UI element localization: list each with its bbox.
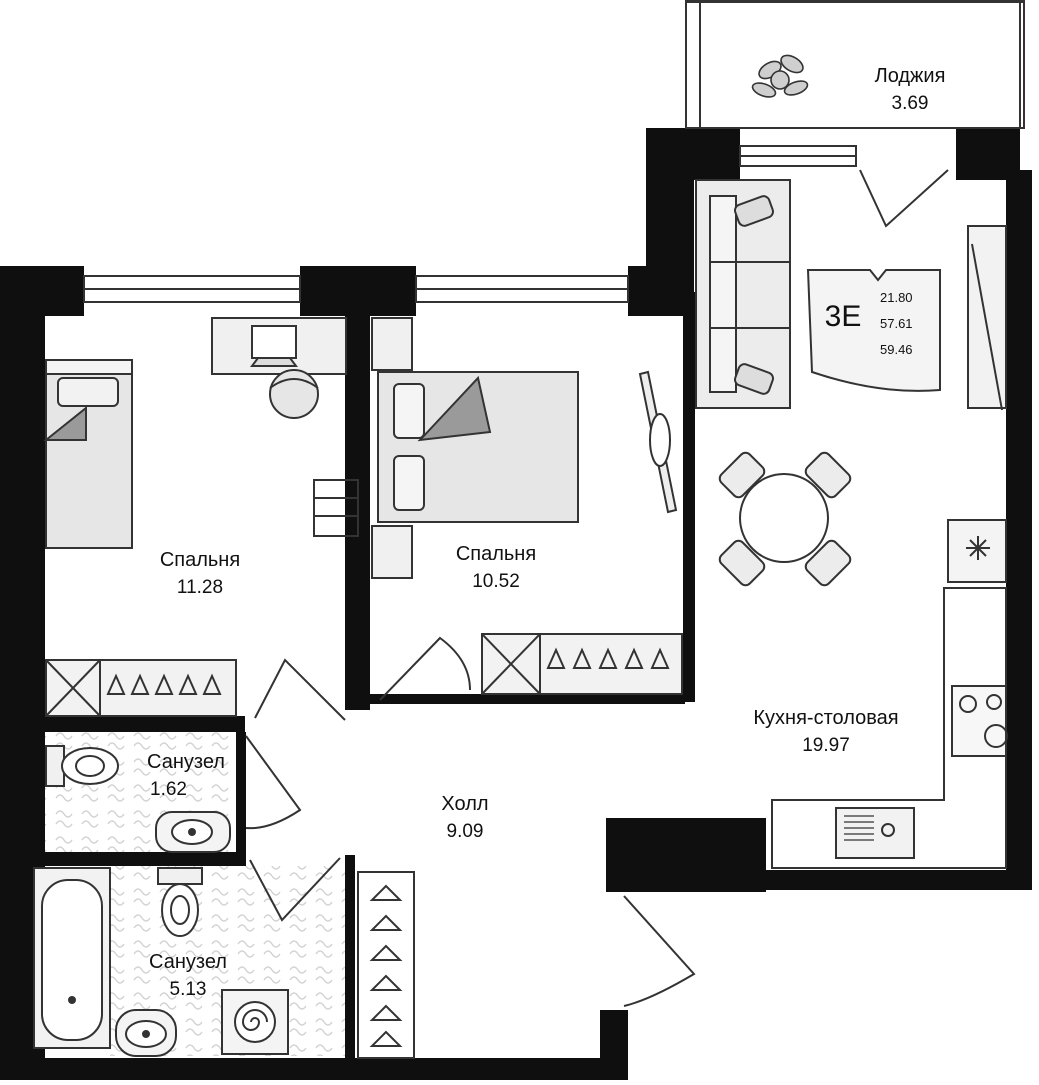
room-name: Холл xyxy=(441,793,489,815)
sink-large xyxy=(115,1009,177,1057)
hangers-left xyxy=(106,673,222,695)
room-name: Санузел xyxy=(149,951,227,973)
hall-wardrobe xyxy=(357,871,415,1059)
area-living: 21.80 xyxy=(880,290,913,305)
doors xyxy=(245,169,949,1007)
room-label-bedroom-left: Спальня 11.28 xyxy=(140,546,260,602)
room-area: 3.69 xyxy=(891,93,929,114)
room-area: 9.09 xyxy=(446,821,484,842)
room-area: 19.97 xyxy=(802,735,850,756)
toilet-large xyxy=(157,867,203,937)
room-area: 1.62 xyxy=(150,779,187,800)
bathtub xyxy=(33,867,111,1049)
walls xyxy=(0,128,1032,1080)
hangers-right xyxy=(546,647,670,669)
area-with-balcony: 59.46 xyxy=(880,342,913,357)
room-label-bath-small: Санузел 1.62 xyxy=(126,748,246,804)
area-total: 57.61 xyxy=(880,316,913,331)
toilet-small xyxy=(45,745,119,787)
bed-right xyxy=(371,317,579,579)
loggia-outline xyxy=(685,0,1025,129)
room-label-kitchen: Кухня-столовая 19.97 xyxy=(716,704,936,760)
room-label-loggia: Лоджия 3.69 xyxy=(850,62,970,118)
sink-small xyxy=(155,811,231,853)
sofa xyxy=(695,179,791,409)
ladder-left xyxy=(313,479,359,537)
room-name: Лоджия xyxy=(874,65,946,87)
plant-icon xyxy=(751,54,809,98)
kitchen-counter xyxy=(771,519,1008,869)
room-area: 5.13 xyxy=(169,979,207,1000)
wardrobe-left xyxy=(45,659,237,717)
room-name: Спальня xyxy=(159,549,241,571)
washing-machine xyxy=(221,989,289,1055)
unit-code: 3E xyxy=(824,300,862,333)
tv-unit xyxy=(967,225,1007,411)
dining-table xyxy=(718,451,852,587)
bed-left xyxy=(43,359,133,549)
room-label-hall: Холл 9.09 xyxy=(410,790,520,846)
room-label-bath-large: Санузел 5.13 xyxy=(128,948,248,1004)
room-label-bedroom-right: Спальня 10.52 xyxy=(436,540,556,596)
room-name: Санузел xyxy=(147,751,225,773)
windows xyxy=(83,145,857,303)
info-badge xyxy=(806,269,941,392)
room-area: 11.28 xyxy=(176,577,224,598)
room-name: Кухня-столовая xyxy=(753,707,899,729)
room-name: Спальня xyxy=(455,543,537,565)
desk-left xyxy=(211,317,347,419)
wardrobe-right xyxy=(481,633,683,695)
mirror-right xyxy=(638,370,678,514)
room-area: 10.52 xyxy=(472,571,520,592)
